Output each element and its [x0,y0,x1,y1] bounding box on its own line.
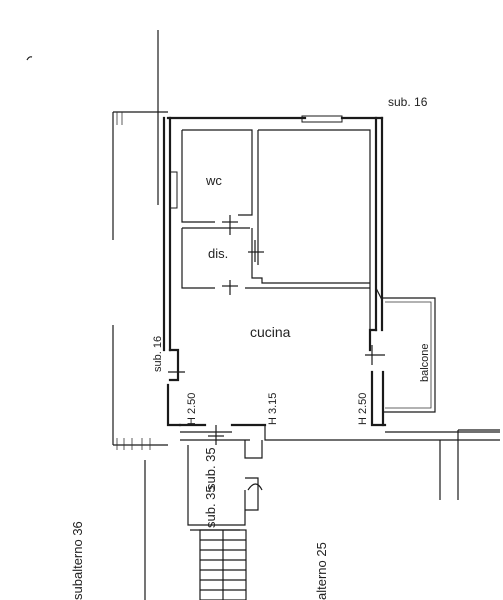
sub-top-right: sub. 16 [388,95,428,109]
left-boundary [112,111,168,600]
sub-left-wall: sub. 16 [152,336,164,372]
label-wc: wc [205,173,222,188]
sub-bottom-right: alterno 25 [314,542,329,600]
stray-mark [26,56,33,61]
bottom-walls [178,423,500,500]
height-right: H 2.50 [357,393,369,425]
inner-walls [181,129,383,330]
height-center: H 3.15 [267,393,279,425]
stair-block [187,445,263,600]
label-cucina: cucina [250,324,291,340]
sub-stair-top: sub. 35 [203,447,218,490]
label-dis: dis. [208,246,228,261]
stair-steps [199,529,247,600]
balcone-outline [383,297,436,413]
door-marks [168,215,385,380]
label-balcone: balcone [419,343,431,382]
sub-bottom-left: subalterno 36 [70,521,85,600]
sub-stair-bottom: sub. 35 [203,485,218,528]
outer-walls [162,115,387,427]
height-left: H 2.50 [186,393,198,425]
